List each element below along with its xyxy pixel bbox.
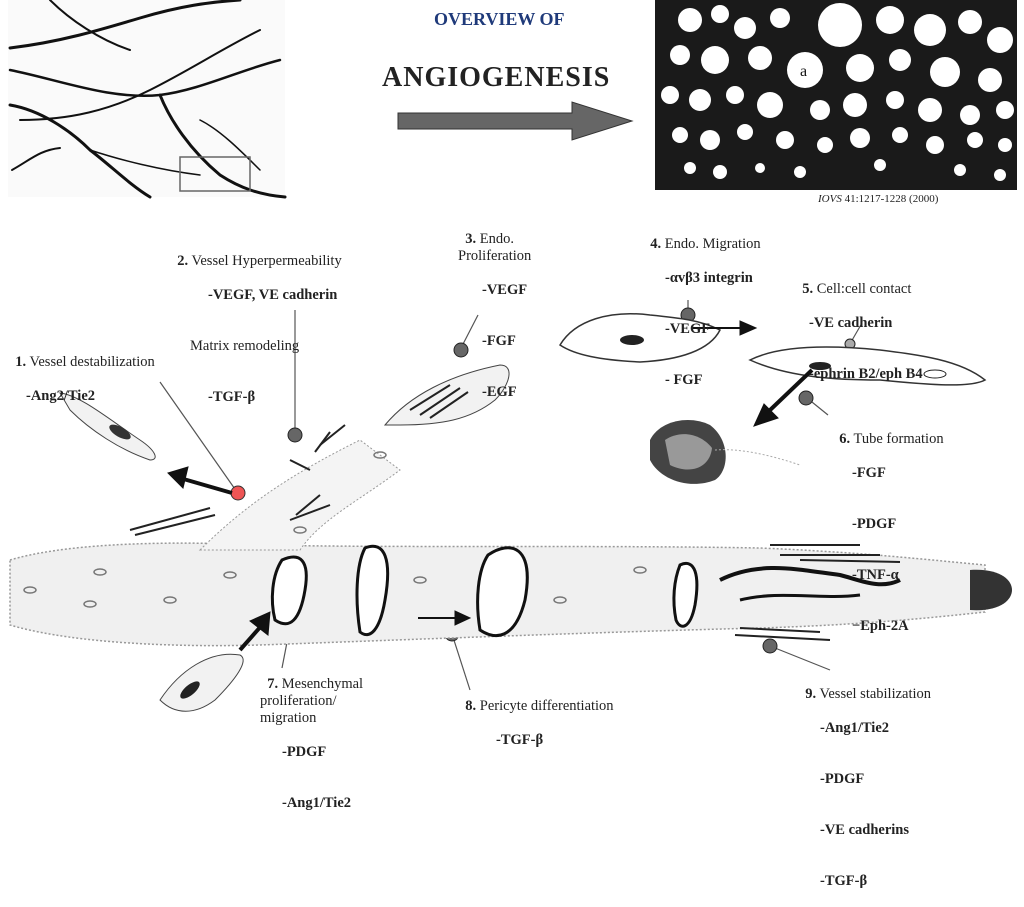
citation-ref: 41:1217-1228 (2000) bbox=[844, 193, 939, 205]
overview-title: OVERVIEW OF bbox=[434, 9, 565, 29]
progression-arrow bbox=[397, 101, 634, 141]
step-1-label: 1. Vessel destabilization -Ang2/Tie2 bbox=[15, 354, 155, 404]
inset-label-a: a bbox=[800, 63, 807, 80]
step-2-label: 2. Vessel Hyperpermeability -VEGF, VE ca… bbox=[177, 253, 342, 405]
endothelial-cells bbox=[59, 313, 987, 712]
step-7-label: 7. Mesenchymal proliferation/ migration … bbox=[260, 676, 364, 811]
citation: IOVS 41:1217-1228 (2000) bbox=[818, 193, 938, 205]
angiogenesis-diagram: a bbox=[8, 0, 1017, 712]
process-arrows bbox=[167, 320, 814, 652]
step-5-label: 5. Cell:cell contact -VE cadherin -ephri… bbox=[802, 281, 923, 382]
pointer-lines bbox=[159, 300, 863, 691]
citation-journal: IOVS bbox=[818, 193, 842, 205]
step-4-label: 4. Endo. Migration -αvβ3 integrin -VEGF … bbox=[650, 236, 761, 388]
vessel-micrograph-left bbox=[8, 0, 287, 199]
angiogenesis-title: ANGIOGENESIS bbox=[382, 62, 611, 93]
step-6-label: 6. Tube formation -FGF -PDGF -TNF-α −Eph… bbox=[839, 431, 944, 634]
step-3-label: 3. Endo. Proliferation -VEGF -FGF -EGF bbox=[458, 231, 532, 400]
step-8-label: 8. Pericyte differentiation -TGF-β bbox=[465, 698, 614, 748]
capillary-network-micrograph bbox=[655, 0, 1017, 190]
step-9-label: 9. Vessel stabilization -Ang1/Tie2 -PDGF… bbox=[805, 686, 932, 889]
